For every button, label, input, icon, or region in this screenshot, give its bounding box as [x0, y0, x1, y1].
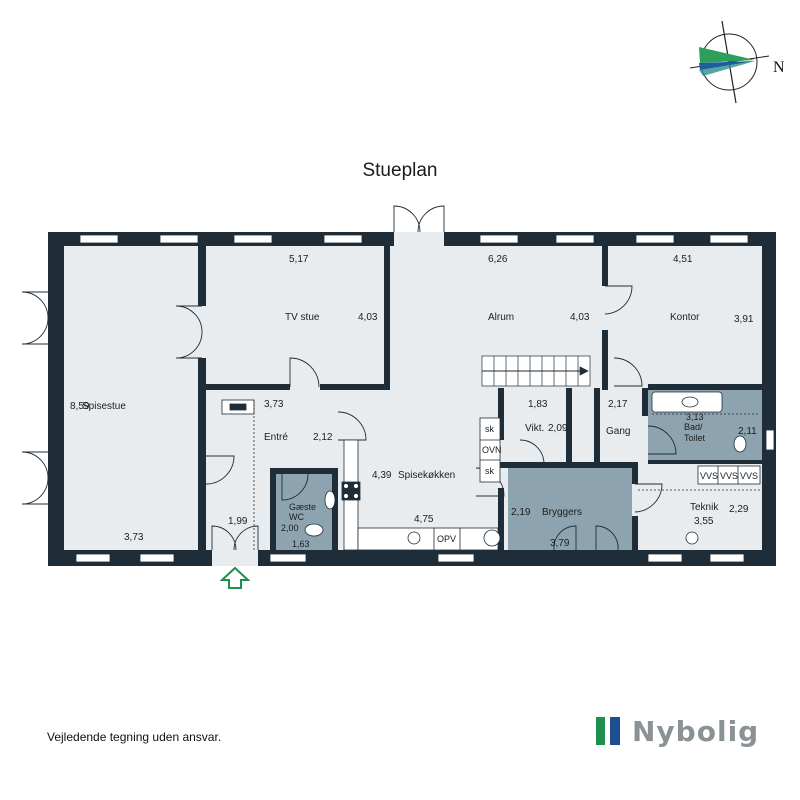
fixture-vvs: VVS [720, 471, 738, 481]
doors [21, 205, 677, 551]
utility-sink-icon [685, 531, 699, 545]
dim: 8,59 [70, 401, 90, 412]
disclaimer-text: Vejledende tegning uden ansvar. [47, 730, 222, 744]
dimension-labels: 5,17 6,26 4,51 4,03 4,03 3,91 8,59 3,73 … [70, 254, 757, 549]
dim: 4,03 [570, 312, 590, 323]
dim: 3,73 [264, 399, 284, 410]
dim: 2,09 [548, 423, 568, 434]
gaeste-wc-area [276, 472, 338, 550]
entrance-arrow-icon [219, 566, 251, 589]
room-bad-1: Bad/ [684, 422, 703, 432]
dim: 4,51 [673, 254, 693, 265]
fixture-sk: sk [485, 466, 495, 476]
dim: 4,03 [358, 312, 378, 323]
dim: 2,12 [313, 432, 333, 443]
room-tv: TV stue [285, 312, 320, 323]
dim: 2,17 [608, 399, 628, 410]
windows [75, 234, 775, 563]
dim: 3,79 [550, 538, 570, 549]
room-gang: Gang [606, 426, 630, 437]
dim: 5,17 [289, 254, 309, 265]
bryggers-area [508, 466, 632, 550]
dim: 6,26 [488, 254, 508, 265]
dim: 4,75 [414, 514, 434, 525]
dim: 3,91 [734, 314, 754, 325]
fixture-opv: OPV [437, 534, 456, 544]
room-teknik: Teknik [690, 502, 719, 513]
floor-plan-title: Stueplan [362, 160, 438, 181]
dim: 1,99 [228, 516, 248, 527]
fixture-vvs: VVS [740, 471, 758, 481]
room-entre: Entré [264, 432, 288, 443]
room-gaeste-2: WC [289, 512, 304, 522]
dashed-lines [253, 400, 760, 550]
kitchen-fixtures [221, 399, 699, 551]
fixture-vvs: VVS [700, 471, 718, 481]
sink-icon [407, 531, 421, 545]
dim: 2,00 [281, 523, 299, 533]
compass-north-label: N [773, 59, 785, 76]
stairs [481, 355, 591, 387]
room-labels: Spisestue TV stue Alrum Kontor Entré Spi… [82, 312, 719, 522]
dim: 3,13 [686, 412, 704, 422]
room-bad-2: Toilet [684, 433, 706, 443]
interior-walls [198, 246, 762, 550]
brand-mark-icon [596, 717, 620, 745]
fixture-labels: sk OVN sk OPV VVS VVS VVS [437, 424, 758, 544]
room-bryggers: Bryggers [542, 507, 582, 518]
dim: 1,83 [528, 399, 548, 410]
room-vikt: Vikt. [525, 423, 544, 434]
fixture-ovn: OVN [482, 445, 502, 455]
dim: 3,55 [694, 516, 714, 527]
room-alrum: Alrum [488, 312, 514, 323]
room-spisestue: Spisestue [82, 401, 126, 412]
dim: 2,19 [511, 507, 531, 518]
dim: 2,29 [729, 504, 749, 515]
room-kontor: Kontor [670, 312, 700, 323]
room-spisekokken: Spisekøkken [398, 470, 455, 481]
dim: 1,63 [292, 539, 310, 549]
brand-logo[interactable]: Nybolig [596, 714, 760, 748]
bath-fixtures [304, 391, 761, 537]
room-gaeste-1: Gæste [289, 502, 316, 512]
fixture-sk: sk [485, 424, 495, 434]
brand-name: Nybolig [632, 714, 760, 748]
dishwasher-fan-icon [483, 529, 501, 547]
dim: 3,73 [124, 532, 144, 543]
dim: 4,39 [372, 470, 392, 481]
dim: 2,11 [738, 426, 757, 437]
compass-icon: N [689, 20, 785, 104]
